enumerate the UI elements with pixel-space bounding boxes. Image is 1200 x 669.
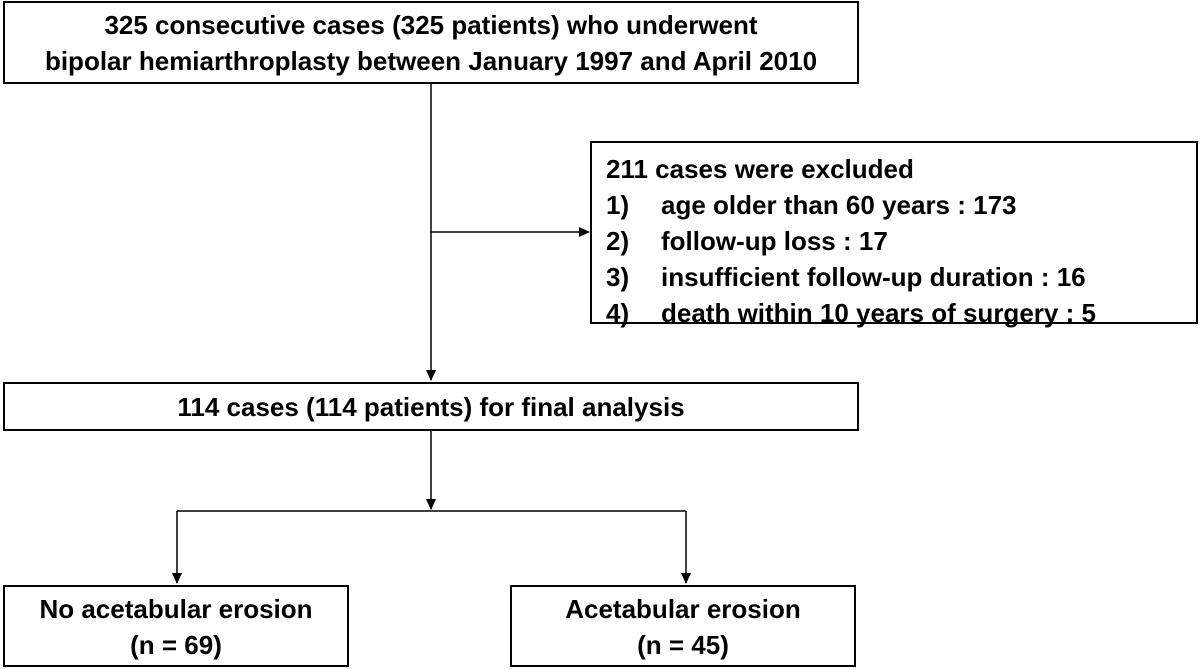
- exclusion-item-text: insufficient follow-up duration : 16: [661, 262, 1086, 292]
- erosion-label: Acetabular erosion: [565, 594, 801, 624]
- exclusion-item-text: death within 10 years of surgery : 5: [661, 298, 1096, 328]
- exclusion-item-text: age older than 60 years : 173: [661, 190, 1017, 220]
- exclusion-item-number: 1): [606, 190, 630, 220]
- initial-cohort-line1: 325 consecutive cases (325 patients) who…: [104, 10, 758, 40]
- no-erosion-box: No acetabular erosion (n = 69): [3, 585, 349, 667]
- no-erosion-label: No acetabular erosion: [39, 594, 313, 624]
- initial-cohort-box: 325 consecutive cases (325 patients) who…: [3, 1, 859, 84]
- exclusion-title: 211 cases were excluded: [606, 154, 914, 184]
- initial-cohort-line2: bipolar hemiarthroplasty between January…: [44, 46, 818, 76]
- exclusion-item-number: 2): [606, 226, 630, 256]
- exclusion-item: 4) death within 10 years of surgery : 5: [606, 295, 1196, 331]
- exclusion-item-number: 3): [606, 262, 630, 292]
- erosion-count: (n = 45): [637, 630, 729, 660]
- exclusion-item: 2) follow-up loss : 17: [606, 223, 1196, 259]
- exclusion-box: 211 cases were excluded 1) age older tha…: [590, 141, 1198, 328]
- exclusion-item: 1) age older than 60 years : 173: [606, 187, 1196, 223]
- erosion-box: Acetabular erosion (n = 45): [510, 585, 856, 667]
- no-erosion-count: (n = 69): [130, 630, 222, 660]
- final-analysis-text: 114 cases (114 patients) for final analy…: [177, 392, 685, 422]
- exclusion-item-number: 4): [606, 298, 630, 328]
- final-analysis-box: 114 cases (114 patients) for final analy…: [3, 382, 859, 431]
- exclusion-item: 3) insufficient follow-up duration : 16: [606, 259, 1196, 295]
- exclusion-item-text: follow-up loss : 17: [661, 226, 888, 256]
